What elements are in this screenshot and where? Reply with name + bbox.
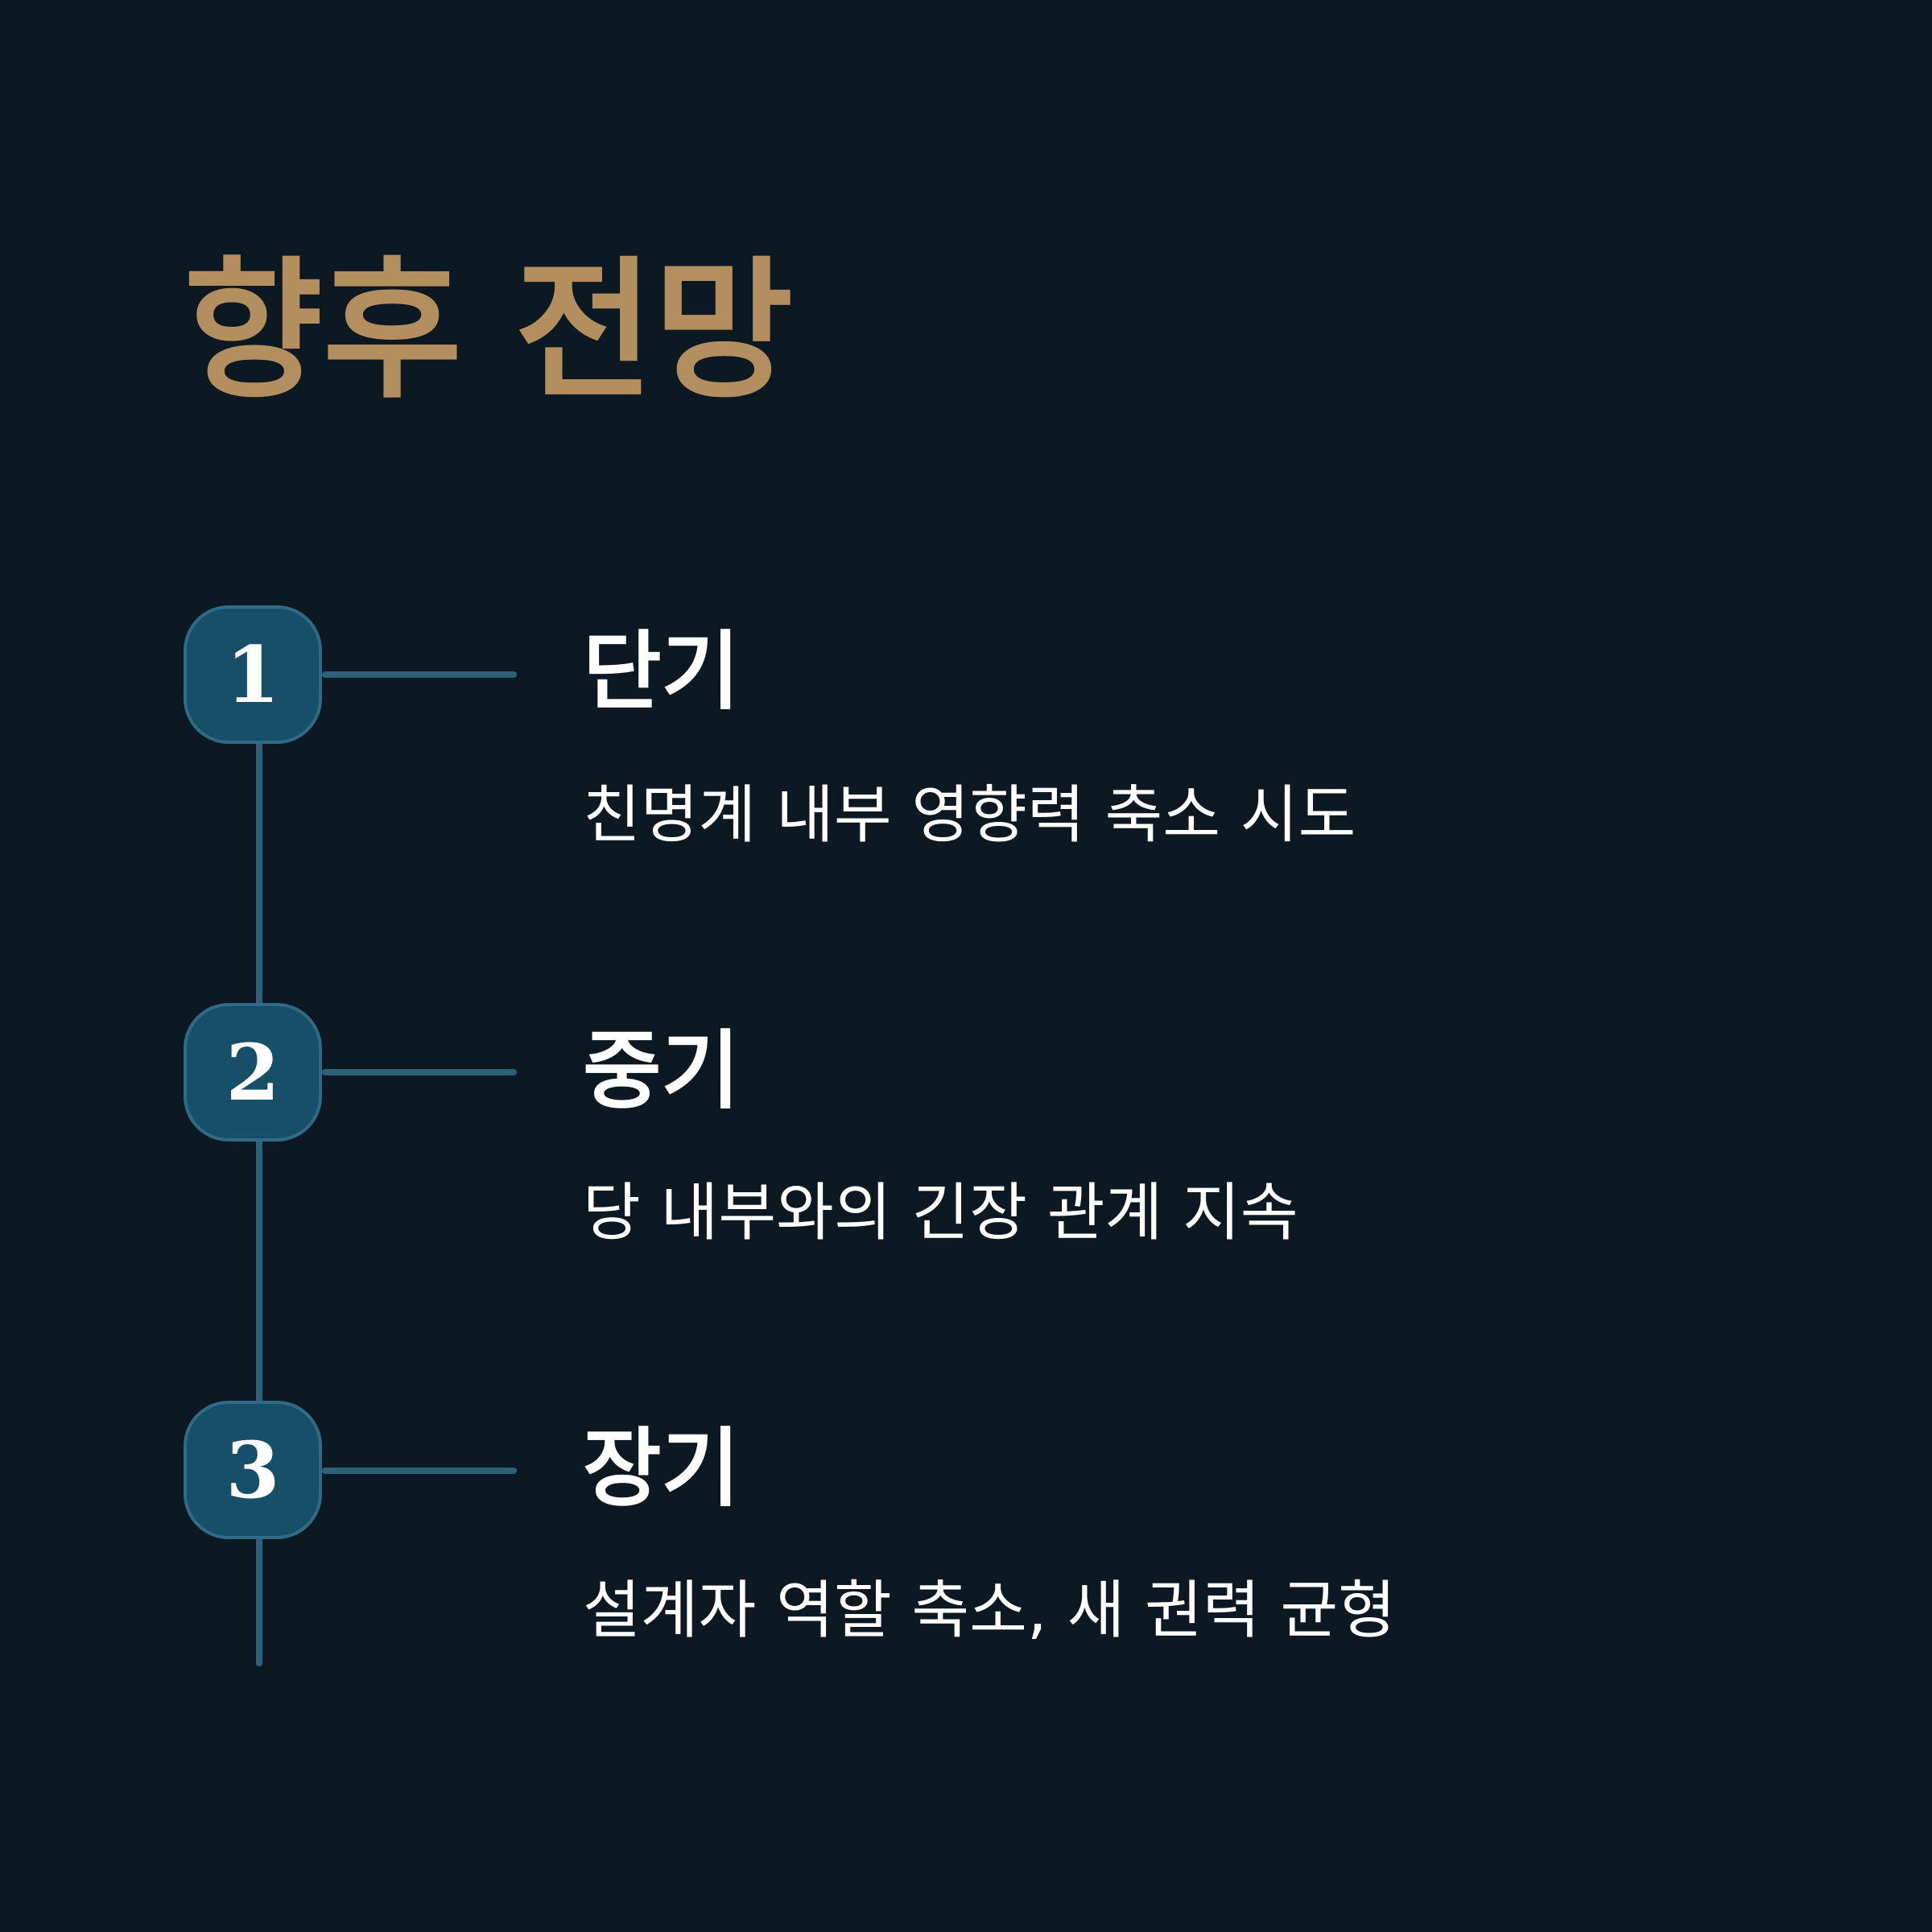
timeline-connector-1 <box>322 671 517 678</box>
step-description-3: 설계자 역할 축소, 새 권력 균형 <box>583 1575 1396 1647</box>
timeline-spine <box>256 675 262 1666</box>
step-description-1: 친명계 내부 영향력 축소 시도 <box>583 779 1356 852</box>
step-title-3: 장기 <box>583 1419 741 1518</box>
step-number-badge-1: 1 <box>184 605 322 744</box>
step-title-2: 중기 <box>583 1022 741 1121</box>
step-description-2: 당 내부와의 긴장 관계 지속 <box>583 1177 1298 1249</box>
step-title-1: 단기 <box>583 622 741 721</box>
step-number-badge-3: 3 <box>184 1401 322 1539</box>
page-title: 향후 전망 <box>184 243 794 419</box>
timeline-connector-3 <box>322 1468 517 1474</box>
step-number-badge-2: 2 <box>184 1003 322 1141</box>
timeline-connector-2 <box>322 1069 517 1075</box>
